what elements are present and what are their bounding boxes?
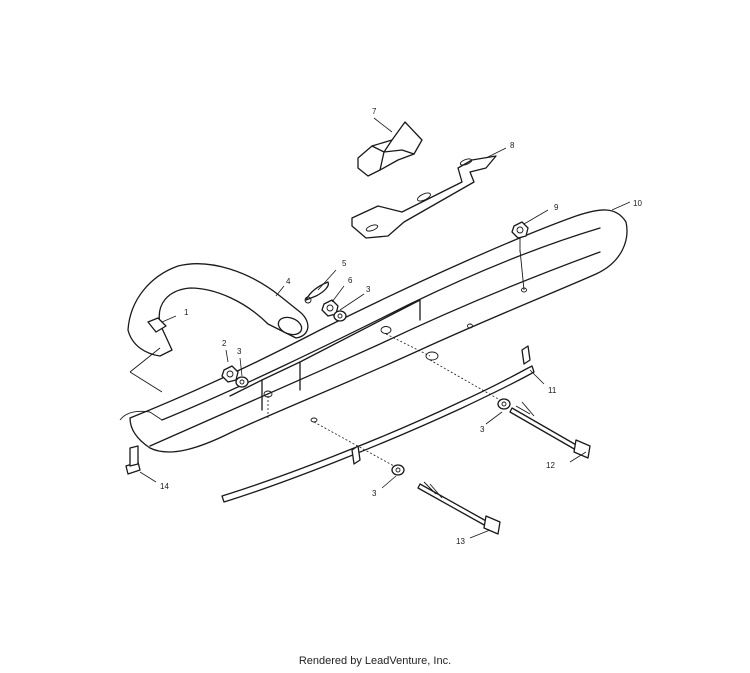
callout-4: 4 [286, 277, 291, 286]
part-11-wear-bar [221, 345, 535, 503]
callout-10: 10 [633, 199, 642, 208]
parts-diagram: 1 2 3 4 5 6 3 7 8 9 10 11 3 12 3 13 14 [119, 107, 642, 546]
callout-8: 8 [510, 141, 515, 150]
part-7-saddle-block [357, 121, 423, 177]
callout-12: 12 [546, 461, 555, 470]
callout-2: 2 [222, 339, 227, 348]
part-9-nut [511, 221, 529, 252]
part-12-bolt [509, 401, 591, 459]
callout-1: 1 [184, 308, 189, 317]
callout-3: 3 [366, 285, 371, 294]
callout-7: 7 [372, 107, 377, 116]
part-4-handle-loop [127, 263, 309, 393]
callout-14: 14 [160, 482, 169, 491]
part-3-washers [235, 310, 511, 476]
callout-11: 11 [548, 386, 557, 395]
callout-5: 5 [342, 259, 347, 268]
callout-3: 3 [372, 489, 377, 498]
leader-lines [139, 117, 631, 539]
callout-13: 13 [456, 537, 465, 546]
part-8-bracket-plate [351, 155, 497, 239]
callout-labels: 1 2 3 4 5 6 3 7 8 9 10 11 3 12 3 13 14 [160, 107, 642, 546]
part-5-cotter-pin [304, 281, 330, 304]
callout-6: 6 [348, 276, 353, 285]
callout-3: 3 [480, 425, 485, 434]
footer-credit: Rendered by LeadVenture, Inc. [298, 655, 452, 667]
part-14-bolt [125, 445, 141, 475]
callout-9: 9 [554, 203, 559, 212]
part-13-bolt [417, 481, 501, 535]
part-10-ski [119, 209, 628, 453]
callout-3: 3 [237, 347, 242, 356]
